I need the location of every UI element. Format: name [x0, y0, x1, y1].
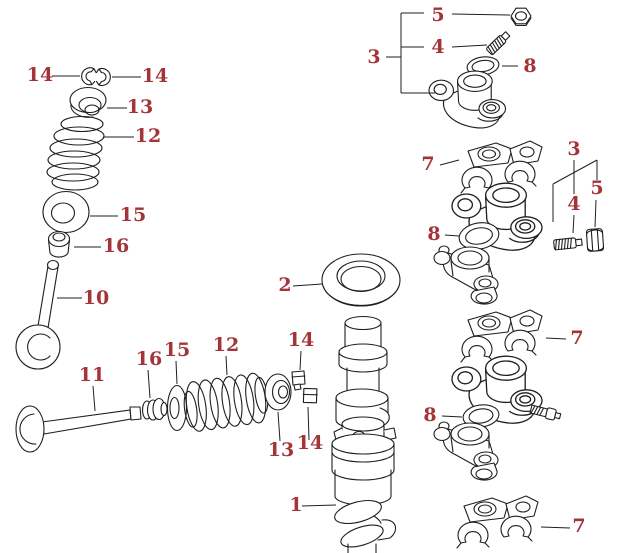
valve-spring-upper-drawing: [46, 115, 105, 191]
camshaft-drawing: [331, 315, 397, 553]
valve-spring-lower-drawing: [183, 372, 269, 432]
camshaft-holder-bottom-drawing: [456, 495, 539, 549]
part-label-14-lower-b: 14: [297, 432, 323, 454]
valve-stem-seal-lower-drawing: [141, 397, 168, 421]
part-label-8-mid: 8: [427, 223, 440, 245]
part-label-16-lower: 16: [136, 348, 162, 370]
rocker-arm-middle-lower-drawing: [433, 245, 499, 305]
part-label-4-top: 4: [431, 36, 444, 58]
part-label-14-top-right: 14: [142, 65, 168, 87]
part-label-8-bottom: 8: [423, 404, 436, 426]
valve-horizontal-drawing: [15, 405, 142, 453]
part-labels: 14 14 13 12 15 16 10 11 16 15 12 14 13 1…: [27, 4, 604, 537]
part-label-5-top: 5: [431, 4, 444, 26]
camshaft-holder-middle-drawing: [460, 309, 543, 363]
part-label-13-lower: 13: [268, 439, 294, 461]
adjuster-screw-top-drawing: [486, 31, 511, 56]
rocker-arm-bottom-lower-drawing: [433, 421, 499, 481]
cam-bearing-ring-drawing: [321, 253, 401, 307]
part-label-13-upper: 13: [127, 96, 153, 118]
valve-cotters-bottom-pair: [291, 370, 318, 404]
part-label-7-top: 7: [421, 153, 434, 175]
valve-stem-seal-upper-drawing: [47, 230, 71, 258]
part-label-12-lower: 12: [213, 334, 239, 356]
adjuster-screw-bottom-drawing: [529, 404, 562, 421]
part-label-7-mid: 7: [570, 327, 583, 349]
leader-lines: [52, 12, 598, 529]
part-label-10: 10: [83, 287, 109, 309]
spring-retainer-lower-drawing: [264, 373, 292, 411]
part-label-14-top-left: 14: [27, 64, 53, 86]
part-label-12-upper: 12: [135, 125, 161, 147]
rocker-arm-top-drawing: [428, 70, 507, 129]
part-label-1: 1: [289, 494, 302, 516]
part-label-15-lower: 15: [164, 339, 190, 361]
part-label-8-top: 8: [523, 55, 536, 77]
part-label-5-mid: 5: [590, 177, 603, 199]
valve-vertical-drawing: [15, 259, 61, 370]
spring-seat-upper-drawing: [42, 190, 90, 234]
part-label-3-mid: 3: [567, 138, 580, 160]
part-label-14-lower-a: 14: [288, 329, 314, 351]
part-label-16-upper: 16: [103, 235, 129, 257]
part-label-7-bottom: 7: [572, 515, 585, 537]
adjuster-screw-middle-drawing: [553, 237, 583, 251]
adjuster-locknut-top-drawing: [510, 7, 532, 27]
spring-seat-lower-drawing: [166, 384, 188, 432]
part-label-11: 11: [79, 364, 105, 386]
spring-retainer-upper-drawing: [69, 86, 107, 118]
part-label-15-upper: 15: [120, 204, 146, 226]
part-label-3-top: 3: [367, 46, 380, 68]
valve-cotters-top-pair: [79, 66, 111, 87]
adjuster-locknut-middle-drawing: [585, 228, 605, 252]
part-label-2: 2: [278, 274, 291, 296]
part-label-4-mid: 4: [567, 193, 580, 215]
